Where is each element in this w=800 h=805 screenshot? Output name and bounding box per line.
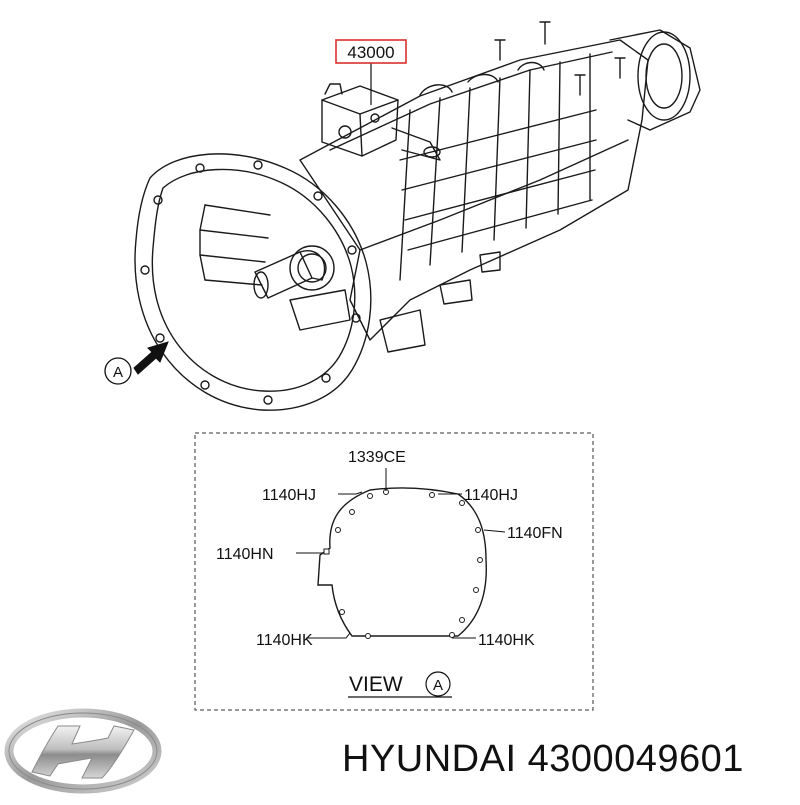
- transmission-illustration: [134, 21, 701, 411]
- view-direction-arrow-icon: [133, 341, 169, 375]
- brand-part-caption: HYUNDAI 4300049601: [342, 738, 792, 781]
- gasket-label-right-upper: 1140HJ: [464, 487, 518, 504]
- view-caption-circle: [425, 671, 451, 697]
- callout-box: [335, 39, 407, 64]
- view-marker-letter: A: [113, 364, 123, 381]
- callout-part-number: 43000: [347, 43, 394, 62]
- gasket-label-left-middle: 1140HN: [216, 546, 274, 563]
- brand-part-number: 4300049601: [527, 738, 744, 780]
- view-caption-word: VIEW: [349, 673, 403, 696]
- view-dashed-frame: [194, 432, 594, 711]
- gasket-bolt-holes: [323, 489, 483, 639]
- brand-name: HYUNDAI: [342, 738, 517, 780]
- view-marker-circle: [104, 357, 132, 385]
- gasket-leader-lines: [296, 468, 506, 639]
- gasket-outline: [317, 487, 487, 637]
- view-caption: VIEW A: [348, 671, 452, 698]
- gasket-view-panel: 1339CE 1140HJ 1140HJ 1140FN 1140HN 1140H…: [194, 432, 594, 711]
- view-caption-letter: A: [433, 677, 443, 694]
- gasket-label-top: 1339CE: [348, 449, 406, 466]
- gasket-label-right-middle: 1140FN: [507, 525, 563, 542]
- part-callout-43000[interactable]: 43000: [335, 39, 407, 64]
- view-a-marker: A: [104, 341, 169, 385]
- gasket-label-left-upper: 1140HJ: [262, 487, 316, 504]
- gasket-label-right-lower: 1140HK: [478, 632, 535, 649]
- gasket-label-left-lower: 1140HK: [256, 632, 313, 649]
- hyundai-logo-icon: [4, 708, 162, 794]
